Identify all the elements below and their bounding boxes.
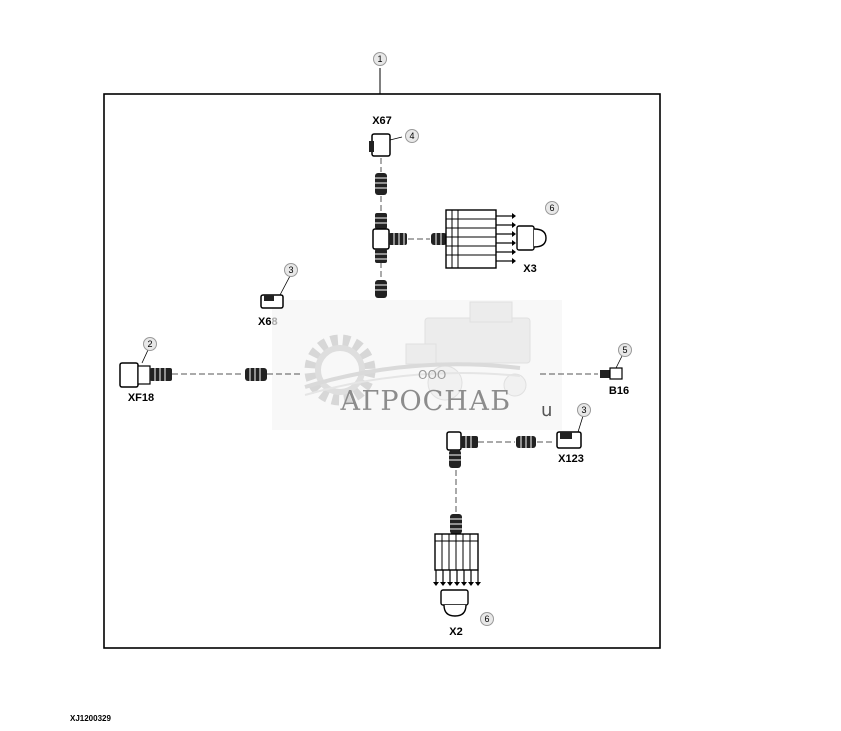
svg-text:5: 5 (622, 345, 627, 355)
watermark-company: ООО (418, 368, 446, 382)
callout-3-lower: 3 (577, 403, 591, 417)
x123-connector (556, 415, 584, 449)
svg-text:4: 4 (409, 131, 414, 141)
xf18-connector (119, 349, 172, 388)
svg-text:6: 6 (549, 203, 554, 213)
boot-mid-horizontal (245, 368, 267, 381)
watermark (272, 300, 562, 430)
svg-text:3: 3 (288, 265, 293, 275)
callout-3-upper: 3 (284, 263, 298, 277)
callout-5: 5 (618, 343, 632, 357)
x68-connector (260, 275, 291, 309)
boot-x123 (516, 436, 536, 448)
callout-4: 4 (405, 129, 419, 143)
watermark-suffix: u (541, 400, 552, 421)
svg-text:2: 2 (147, 339, 152, 349)
x68-label: X68 (258, 316, 278, 328)
boot-x67 (375, 173, 387, 195)
b16-label: B16 (609, 385, 629, 397)
svg-text:3: 3 (581, 405, 586, 415)
x2-label: X2 (449, 626, 462, 638)
t-junction-lower (446, 431, 478, 468)
callout-6-upper: 6 (545, 201, 559, 215)
figure-reference: XJ1200329 (70, 714, 111, 723)
watermark-brand: АГРОСНАБ (340, 386, 511, 417)
callout-6-lower: 6 (480, 612, 494, 626)
callout-2: 2 (143, 337, 157, 351)
x67-label: X67 (372, 115, 392, 127)
svg-text:1: 1 (377, 54, 382, 64)
b16-sensor (600, 355, 623, 380)
svg-text:6: 6 (484, 614, 489, 624)
x3-connector (445, 209, 547, 269)
x2-connector (433, 514, 481, 617)
harness-frame (103, 93, 661, 649)
callout-1: 1 (373, 52, 387, 94)
boot-x3 (431, 233, 447, 245)
x3-label: X3 (523, 263, 536, 275)
watermark-harvester-icon (405, 301, 531, 401)
x67-connector (369, 133, 403, 157)
t-junction-upper (372, 213, 407, 263)
x123-label: X123 (558, 453, 584, 465)
boot-lower-trunk (375, 280, 387, 298)
xf18-label: XF18 (128, 392, 154, 404)
wires (172, 158, 598, 512)
